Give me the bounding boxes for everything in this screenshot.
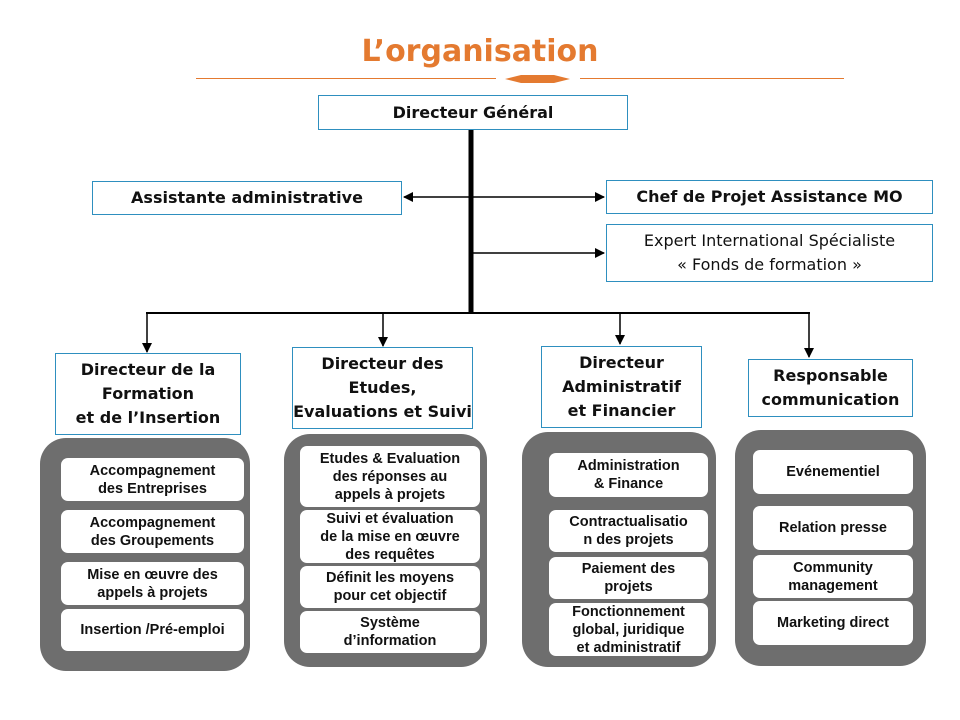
title-rule-right [580, 78, 844, 79]
sub-item: Community management [753, 555, 913, 598]
sub-item: Marketing direct [753, 601, 913, 645]
box-directeur-administratif: Directeur Administratif et Financier [541, 346, 702, 428]
sub-item: Mise en œuvre des appels à projets [61, 562, 244, 605]
sub-item: Définit les moyens pour cet objectif [300, 566, 480, 608]
sub-item: Relation presse [753, 506, 913, 550]
box-directeur-etudes: Directeur des Etudes, Evaluations et Sui… [292, 347, 473, 429]
title-diamond-ornament [505, 75, 570, 83]
box-assistante-administrative: Assistante administrative [92, 181, 402, 215]
sub-item: Système d’information [300, 611, 480, 653]
sub-item: Accompagnement des Entreprises [61, 458, 244, 501]
sub-item: Contractualisatio n des projets [549, 510, 708, 552]
sub-item: Insertion /Pré-emploi [61, 609, 244, 651]
sub-item: Paiement des projets [549, 557, 708, 599]
sub-item: Fonctionnement global, juridique et admi… [549, 603, 708, 656]
box-directeur-formation: Directeur de la Formation et de l’Insert… [55, 353, 241, 435]
title-rule-left [196, 78, 496, 79]
box-responsable-communication: Responsable communication [748, 359, 913, 417]
sub-item: Suivi et évaluation de la mise en œuvre … [300, 510, 480, 563]
box-directeur-general: Directeur Général [318, 95, 628, 130]
page-title: L’organisation [361, 34, 599, 69]
box-chef-de-projet: Chef de Projet Assistance MO [606, 180, 933, 214]
sub-item: Evénementiel [753, 450, 913, 494]
sub-item: Etudes & Evaluation des réponses au appe… [300, 446, 480, 507]
sub-item: Administration & Finance [549, 453, 708, 497]
sub-item: Accompagnement des Groupements [61, 510, 244, 553]
box-expert-international: Expert International Spécialiste « Fonds… [606, 224, 933, 282]
